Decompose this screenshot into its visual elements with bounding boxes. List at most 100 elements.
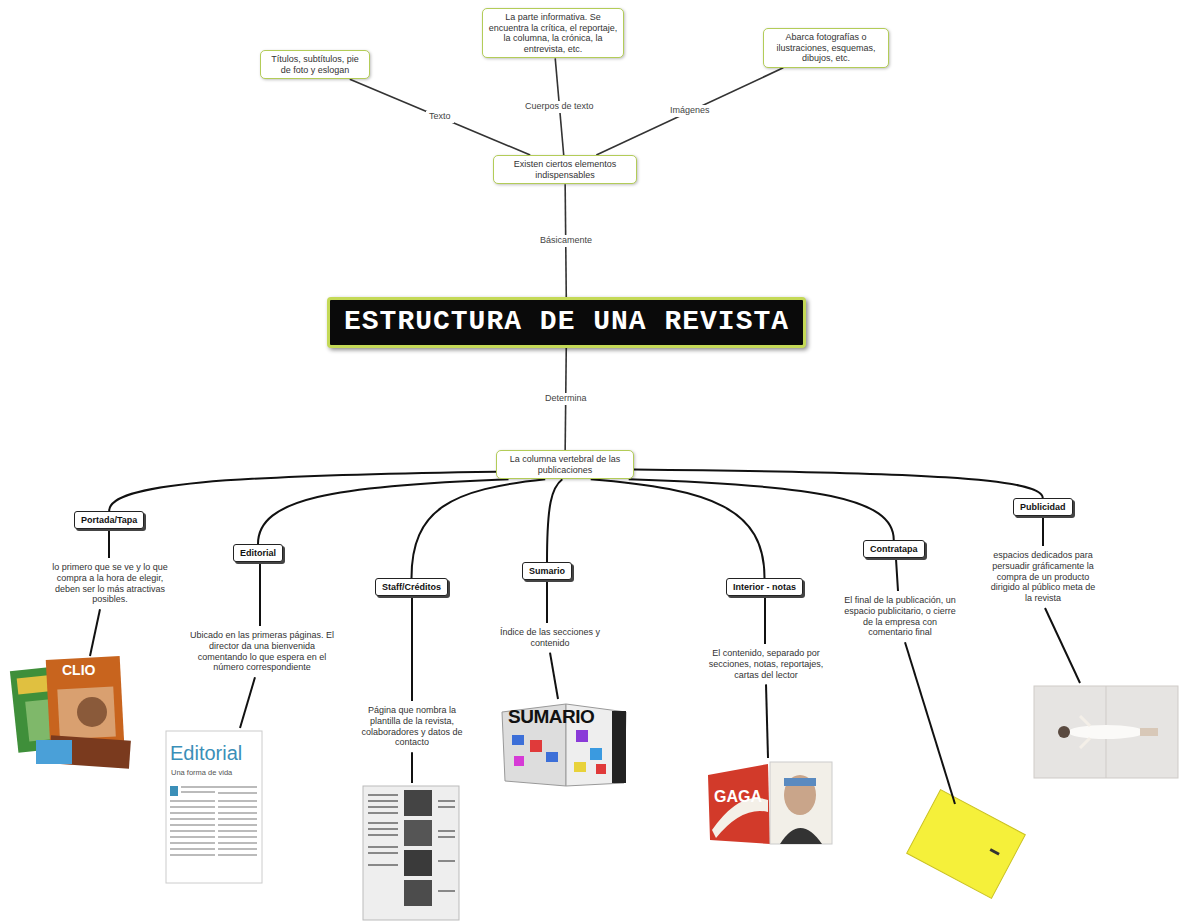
- back-cover: [907, 790, 1026, 899]
- description-text: Índice de las secciones y contenido: [497, 627, 603, 649]
- section-box: Portada/Tapa: [74, 511, 144, 529]
- staff-page-part: [438, 860, 455, 862]
- ad-spread-part: [1140, 728, 1158, 736]
- connector: [547, 479, 562, 562]
- staff-page-part: [368, 822, 398, 824]
- leader-line: [896, 559, 898, 591]
- ad-spread-part: [1068, 725, 1144, 739]
- node-text: Títulos, subtítulos, pie de foto y eslog…: [266, 54, 364, 75]
- editorial-page-part: [218, 800, 257, 802]
- concept-box: Títulos, subtítulos, pie de foto y eslog…: [260, 50, 370, 79]
- staff-page-part: [368, 852, 398, 854]
- sumario-spread-part: [512, 735, 524, 745]
- editorial-page-part: [181, 786, 215, 788]
- concept-box: La columna vertebral de las publicacione…: [496, 450, 634, 479]
- magazine-stack: [10, 656, 131, 769]
- connector: [258, 479, 508, 544]
- cover-text: GAGA: [714, 788, 762, 806]
- ad-spread: [1034, 686, 1178, 778]
- edge-label: Cuerpos de texto: [522, 101, 597, 113]
- title-box: ESTRUCTURA DE UNA REVISTA: [327, 297, 806, 348]
- ad-spread-part: [1058, 726, 1070, 738]
- editorial-page-part: [218, 806, 257, 808]
- node-text: Contratapa: [870, 544, 918, 554]
- description-text: Página que nombra la plantilla de la rev…: [359, 705, 465, 748]
- staff-page-part: [368, 794, 398, 796]
- magazine-stack-part: [57, 687, 116, 740]
- sumario-spread-part: [574, 762, 586, 772]
- staff-page-part: [404, 880, 432, 906]
- node-text: Abarca fotografías o ilustraciones, esqu…: [769, 32, 883, 64]
- sumario-spread-part: [612, 711, 626, 783]
- section-box: Staff/Créditos: [375, 578, 448, 596]
- connector: [350, 79, 530, 155]
- ad-spread-part: [1080, 738, 1090, 748]
- edge-label: Imágenes: [667, 105, 713, 117]
- editorial-page-part: [218, 818, 257, 820]
- staff-page-part: [404, 820, 432, 846]
- node-text: Sumario: [529, 566, 565, 576]
- node-text: Editorial: [240, 548, 276, 558]
- description-text: El contenido, separado por secciones, no…: [707, 648, 825, 680]
- ad-spread-part: [1034, 686, 1178, 778]
- magazine-stack-part: [77, 697, 107, 727]
- leader-line: [108, 530, 110, 558]
- cover-text: CLIO: [62, 663, 95, 678]
- leader-lines: [90, 517, 1080, 804]
- section-box: Publicidad: [1013, 498, 1073, 516]
- magazine-stack-part: [46, 656, 125, 748]
- editorial-page: [166, 731, 262, 883]
- sumario-spread-part: [514, 756, 524, 766]
- node-text: Existen ciertos elementos indispensables: [499, 159, 631, 180]
- editorial-page-part: [218, 830, 257, 832]
- sumario-spread-part: [596, 764, 606, 774]
- editorial-page-part: [170, 830, 215, 832]
- editorial-page-part: [170, 848, 215, 850]
- section-box: Contratapa: [863, 540, 925, 558]
- node-text: Portada/Tapa: [81, 515, 137, 525]
- edge-label: Básicamente: [537, 235, 595, 247]
- leader-line: [546, 581, 548, 623]
- leader-line: [766, 684, 768, 758]
- editorial-page-part: [170, 812, 215, 814]
- node-text: La parte informativa. Se encuentra la cr…: [488, 12, 618, 54]
- node-text: ESTRUCTURA DE UNA REVISTA: [344, 307, 789, 338]
- sumario-spread: [502, 704, 626, 786]
- concept-box: Abarca fotografías o ilustraciones, esqu…: [763, 28, 889, 68]
- editorial-page-part: [181, 791, 215, 793]
- description-text: lo primero que se ve y lo que compra a l…: [51, 562, 169, 605]
- leader-line: [90, 609, 100, 656]
- cover-text: Una forma de vida: [171, 769, 232, 777]
- staff-page-part: [404, 850, 432, 876]
- cover-text: Editorial: [170, 742, 242, 764]
- staff-page-part: [368, 864, 398, 866]
- editorial-page-part: [218, 836, 257, 838]
- edge-label: Determina: [542, 393, 590, 405]
- staff-page-part: [438, 890, 455, 892]
- interior-spread-part: [784, 775, 816, 815]
- editorial-page-part: [170, 800, 215, 802]
- editorial-page-part: [170, 818, 215, 820]
- editorial-page-part: [170, 836, 215, 838]
- cover-text: SUMARIO: [508, 707, 594, 728]
- staff-page-part: [438, 800, 455, 802]
- editorial-page-part: [170, 854, 215, 856]
- connector: [629, 479, 894, 540]
- section-box: Editorial: [233, 544, 283, 562]
- editorial-page-part: [218, 842, 257, 844]
- back-cover-part: [990, 848, 1000, 855]
- edge-label: Texto: [426, 111, 454, 123]
- editorial-page-part: [212, 786, 257, 788]
- editorial-page-part: [170, 842, 215, 844]
- editorial-page-part: [218, 812, 257, 814]
- staff-page-part: [438, 830, 455, 832]
- connector: [591, 479, 765, 578]
- staff-page-part: [438, 836, 455, 838]
- sumario-spread-part: [546, 752, 558, 762]
- concept-box: Existen ciertos elementos indispensables: [493, 155, 637, 184]
- leader-line: [411, 597, 413, 701]
- staff-page-part: [368, 806, 398, 808]
- magazine-stack-part: [36, 740, 72, 764]
- leader-line: [259, 563, 261, 626]
- leader-line: [411, 752, 413, 783]
